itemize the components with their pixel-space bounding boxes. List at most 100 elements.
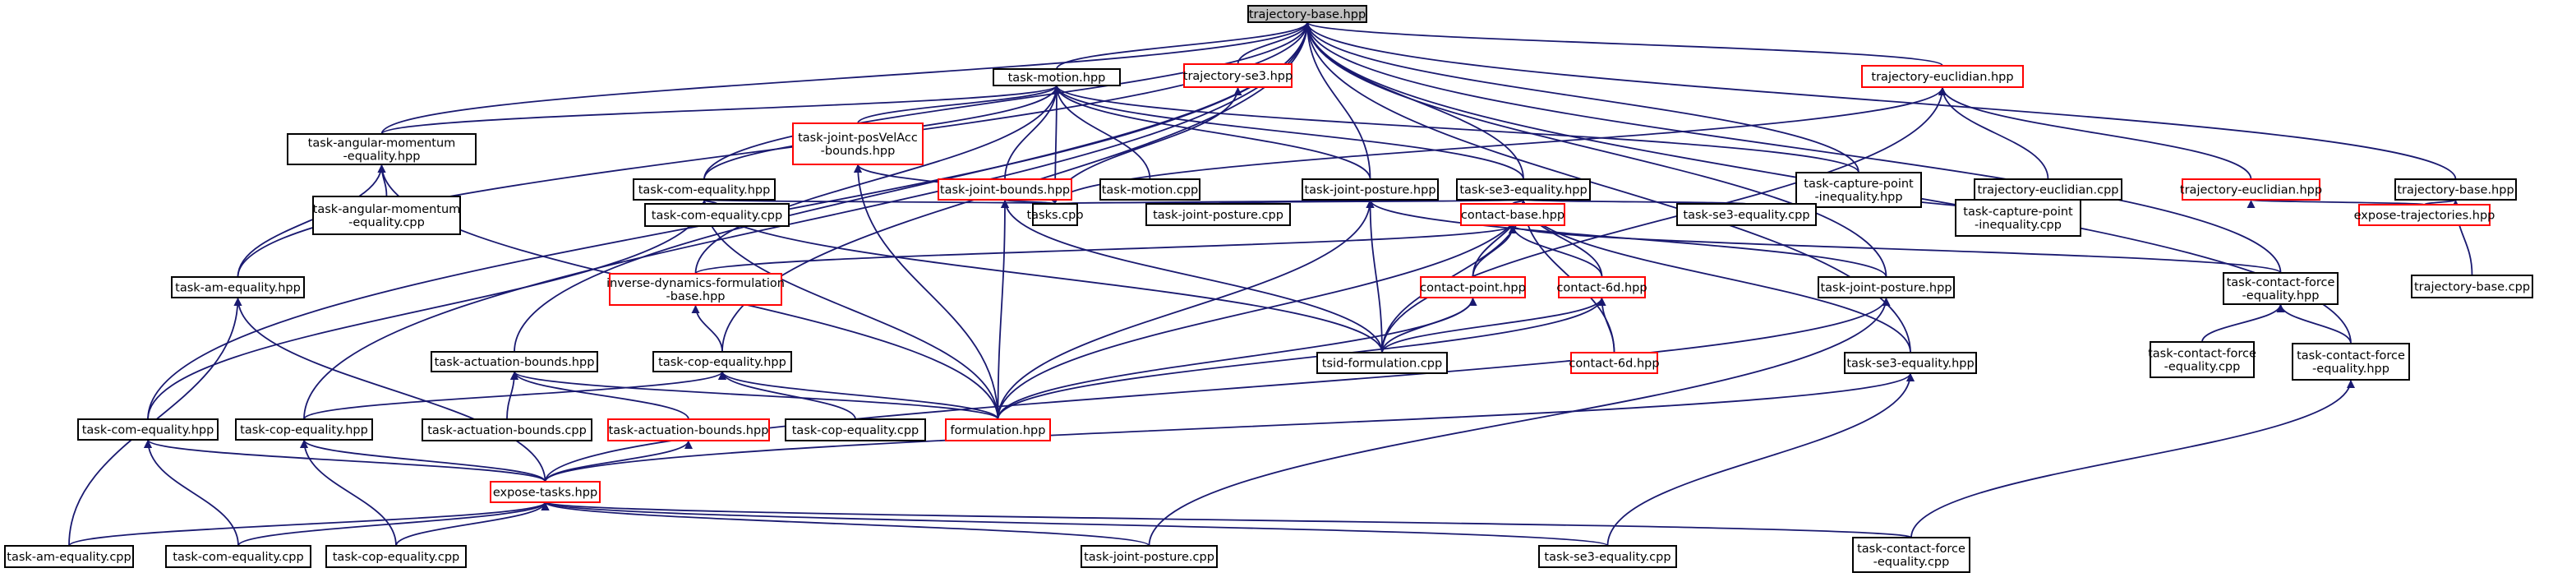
file-node[interactable]: task-angular-momentum-equality.cpp <box>312 196 461 235</box>
file-node[interactable]: tasks.cpp <box>1026 203 1084 226</box>
file-node[interactable]: expose-trajectories.hpp <box>2354 204 2495 226</box>
file-node-box <box>607 418 770 441</box>
file-node-label: formulation.hpp <box>951 424 1046 437</box>
file-node[interactable]: inverse-dynamics-formulation-base.hpp <box>606 273 785 306</box>
file-node[interactable]: task-actuation-bounds.cpp <box>422 418 592 441</box>
file-node[interactable]: tsid-formulation.cpp <box>1316 352 1448 374</box>
file-node-label: -equality.hpp <box>343 150 421 164</box>
file-node[interactable]: task-motion.hpp <box>993 68 1121 86</box>
include-edge <box>1303 21 1859 173</box>
file-node-label: task-angular-momentum <box>308 137 456 150</box>
file-node-label: task-com-equality.hpp <box>638 184 771 197</box>
file-node[interactable]: task-com-equality.hpp <box>77 418 219 441</box>
file-node-box <box>2358 204 2491 226</box>
include-edge <box>1056 21 1311 70</box>
file-node-box <box>1247 5 1367 23</box>
file-node-box <box>1844 352 1977 374</box>
file-node-label: expose-trajectories.hpp <box>2354 210 2495 223</box>
file-node-label: trajectory-se3.hpp <box>1183 70 1293 83</box>
include-edge <box>144 439 239 547</box>
file-node[interactable]: task-joint-posture.hpp <box>1818 276 1955 298</box>
file-node[interactable]: task-cop-equality.hpp <box>652 351 792 372</box>
file-node[interactable]: trajectory-euclidian.hpp <box>1861 65 2024 88</box>
file-node[interactable]: task-com-equality.cpp <box>165 545 311 568</box>
file-node[interactable]: contact-base.hpp <box>1460 203 1565 226</box>
file-node[interactable]: task-actuation-bounds.hpp <box>431 351 598 372</box>
file-node-label: contact-point.hpp <box>1420 282 1526 295</box>
file-node[interactable]: task-am-equality.cpp <box>4 545 134 568</box>
file-node[interactable]: task-se3-equality.hpp <box>1844 352 1977 374</box>
include-edge <box>380 85 1061 135</box>
include-edge <box>694 85 1061 275</box>
file-node-box <box>644 203 790 227</box>
file-node[interactable]: trajectory-se3.hpp <box>1183 63 1293 88</box>
file-node-box <box>165 545 311 568</box>
file-node-label: tasks.cpp <box>1026 209 1083 222</box>
file-node[interactable]: task-capture-point-inequality.cpp <box>1955 199 2081 237</box>
file-node-label: contact-base.hpp <box>1461 209 1564 222</box>
file-node-label: task-joint-posture.cpp <box>1153 209 1283 222</box>
file-node-box <box>1145 203 1291 226</box>
file-node-box <box>1955 199 2081 237</box>
file-node[interactable]: contact-6d.hpp <box>1556 276 1647 298</box>
file-node-box <box>1538 545 1677 568</box>
file-node[interactable]: formulation.hpp <box>945 418 1051 441</box>
file-node[interactable]: trajectory-euclidian.hpp <box>2180 178 2322 201</box>
file-node-box <box>312 196 461 235</box>
file-node-label: task-se3-equality.hpp <box>1459 184 1587 197</box>
file-node[interactable]: expose-tasks.hpp <box>490 481 601 503</box>
include-edge <box>144 439 546 483</box>
file-node-label: task-com-equality.cpp <box>173 551 303 564</box>
file-node[interactable]: task-contact-force-equality.cpp <box>2148 341 2256 378</box>
file-node[interactable]: task-se3-equality.cpp <box>1538 545 1677 568</box>
file-node-label: contact-6d.hpp <box>1556 282 1647 295</box>
file-node[interactable]: task-com-equality.hpp <box>633 178 776 201</box>
file-node[interactable]: task-joint-posture.hpp <box>1302 178 1439 201</box>
include-edge <box>997 199 1375 420</box>
include-edge <box>703 21 1311 180</box>
file-node[interactable]: trajectory-base.hpp <box>2394 178 2517 201</box>
file-node[interactable]: task-com-equality.cpp <box>644 203 790 227</box>
file-node[interactable]: task-contact-force-equality.hpp <box>2292 343 2410 381</box>
file-node[interactable]: task-capture-point-inequality.hpp <box>1795 172 1922 208</box>
include-edge <box>1938 86 2049 180</box>
file-node[interactable]: task-cop-equality.hpp <box>235 418 373 441</box>
include-edge <box>1303 21 2457 180</box>
file-node[interactable]: task-motion.cpp <box>1099 178 1200 201</box>
file-node-box <box>785 418 926 441</box>
file-node-label: contact-6d.hpp <box>1569 358 1659 371</box>
file-node[interactable]: task-se3-equality.cpp <box>1676 203 1817 226</box>
file-node[interactable]: trajectory-base.cpp <box>2411 275 2533 298</box>
file-node-label: task-se3-equality.hpp <box>1846 358 1974 371</box>
include-edge <box>1381 297 1606 353</box>
file-node-box <box>1558 276 1646 298</box>
file-node-box <box>633 178 776 201</box>
include-edge <box>237 164 386 278</box>
file-node[interactable]: task-joint-posture.cpp <box>1081 545 1218 568</box>
file-node[interactable]: task-joint-posture.cpp <box>1145 203 1291 226</box>
file-node[interactable]: task-cop-equality.cpp <box>325 545 467 568</box>
file-node-box <box>652 351 792 372</box>
file-node[interactable]: task-joint-posVelAcc-bounds.hpp <box>792 122 924 165</box>
file-node[interactable]: task-actuation-bounds.hpp <box>607 418 770 441</box>
file-node[interactable]: task-joint-bounds.hpp <box>938 178 1072 201</box>
file-node[interactable]: task-contact-force-equality.cpp <box>1852 537 1970 573</box>
include-edge <box>1053 85 1371 180</box>
file-node[interactable]: task-am-equality.hpp <box>171 276 305 298</box>
file-node-box <box>77 418 219 441</box>
file-node-box <box>2223 272 2339 305</box>
file-node[interactable]: task-contact-force-equality.hpp <box>2223 272 2339 305</box>
file-node-label: -inequality.hpp <box>1814 191 1902 204</box>
file-node[interactable]: contact-6d.hpp <box>1569 352 1660 374</box>
file-node-label: -equality.cpp <box>348 216 425 229</box>
file-node[interactable]: contact-point.hpp <box>1420 276 1526 298</box>
include-edge <box>718 371 856 420</box>
file-node[interactable]: trajectory-base.hpp <box>1247 5 1367 23</box>
file-node[interactable]: task-se3-equality.hpp <box>1456 178 1591 201</box>
file-node-box <box>490 481 601 503</box>
file-node[interactable]: trajectory-euclidian.cpp <box>1974 178 2122 201</box>
file-node-box <box>1456 178 1591 201</box>
file-node-box <box>1974 178 2122 201</box>
file-node[interactable]: task-angular-momentum-equality.hpp <box>287 133 477 165</box>
file-node[interactable]: task-cop-equality.cpp <box>785 418 926 441</box>
